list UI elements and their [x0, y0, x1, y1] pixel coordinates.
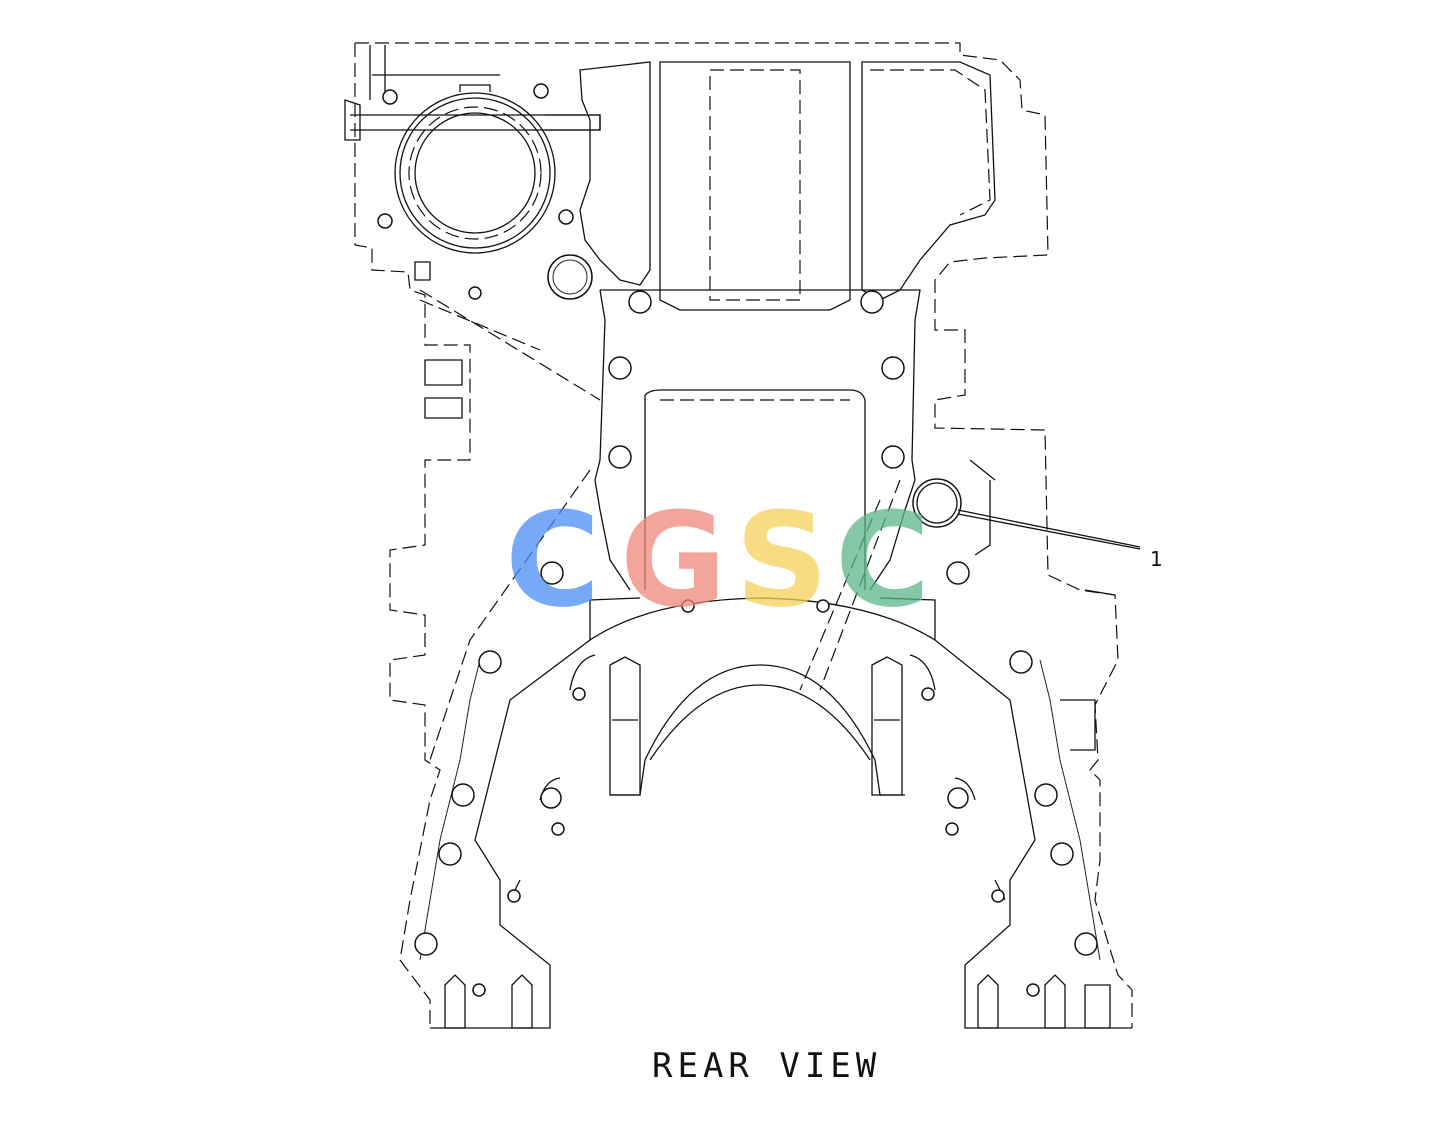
callout-1: 1 — [957, 509, 1163, 571]
view-label: REAR VIEW — [652, 1046, 881, 1086]
upper-cavities — [579, 61, 996, 311]
bearing-cap-bolts — [414, 114, 1111, 1029]
central-web — [419, 289, 936, 796]
bolt-holes — [377, 83, 1098, 997]
cylinder-bore — [394, 84, 556, 254]
watermark-letter: G — [620, 484, 727, 636]
block-outline — [344, 42, 1133, 1029]
watermark-letter: S — [735, 484, 829, 636]
watermark-letter: C — [505, 484, 600, 636]
plug-item-1 — [912, 478, 962, 528]
callout-1-label: 1 — [1150, 547, 1163, 571]
watermark-letter: C — [835, 484, 930, 636]
